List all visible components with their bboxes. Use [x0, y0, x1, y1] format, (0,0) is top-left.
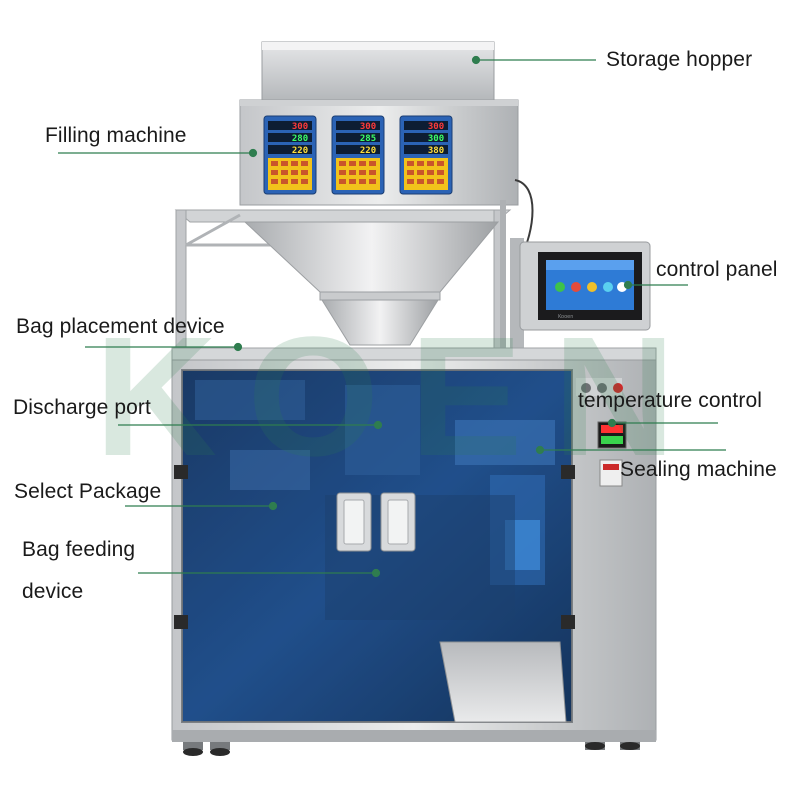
label-bag-feeding-line2: device [22, 580, 84, 603]
label-bag-feeding-line1: Bag feeding [22, 538, 136, 561]
weigher-display-1-row3: 220 [292, 146, 308, 156]
weigher-display-2: 300 285 220 [331, 115, 385, 195]
discharge-funnel [243, 221, 500, 346]
label-discharge-port: Discharge port [13, 396, 151, 419]
caster-wheels [183, 742, 640, 756]
label-bag-placement-device: Bag placement device [16, 315, 225, 338]
label-filling-machine: Filling machine [45, 124, 187, 147]
label-select-package: Select Package [14, 480, 162, 503]
label-temperature-control: temperature control [578, 389, 762, 412]
weigher-display-1: 300 280 220 [263, 115, 317, 195]
weigher-display-3-row3: 380 [428, 146, 444, 156]
weigher-display-1-row2: 280 [292, 134, 308, 144]
control-panel: Kooen [510, 238, 651, 353]
weigher-display-3-row2: 300 [428, 134, 444, 144]
label-sealing-machine: Sealing machine [620, 458, 777, 481]
weigher-display-3: 300 300 380 [399, 115, 453, 195]
weigher-display-2-row2: 285 [360, 134, 376, 144]
label-control-panel: control panel [656, 258, 778, 281]
filling-machine: 300 280 220 300 285 220 [239, 99, 519, 206]
main-cabinet [171, 347, 657, 742]
watermark: KOEN [94, 302, 705, 492]
weigher-display-3-row1: 300 [428, 122, 444, 132]
support-frame [174, 200, 512, 351]
label-storage-hopper: Storage hopper [606, 48, 753, 71]
weigher-display-2-row3: 220 [360, 146, 376, 156]
weigher-display-1-row1: 300 [292, 122, 308, 132]
weigher-display-2-row1: 300 [360, 122, 376, 132]
control-screen-brand: Kooen [558, 314, 573, 320]
